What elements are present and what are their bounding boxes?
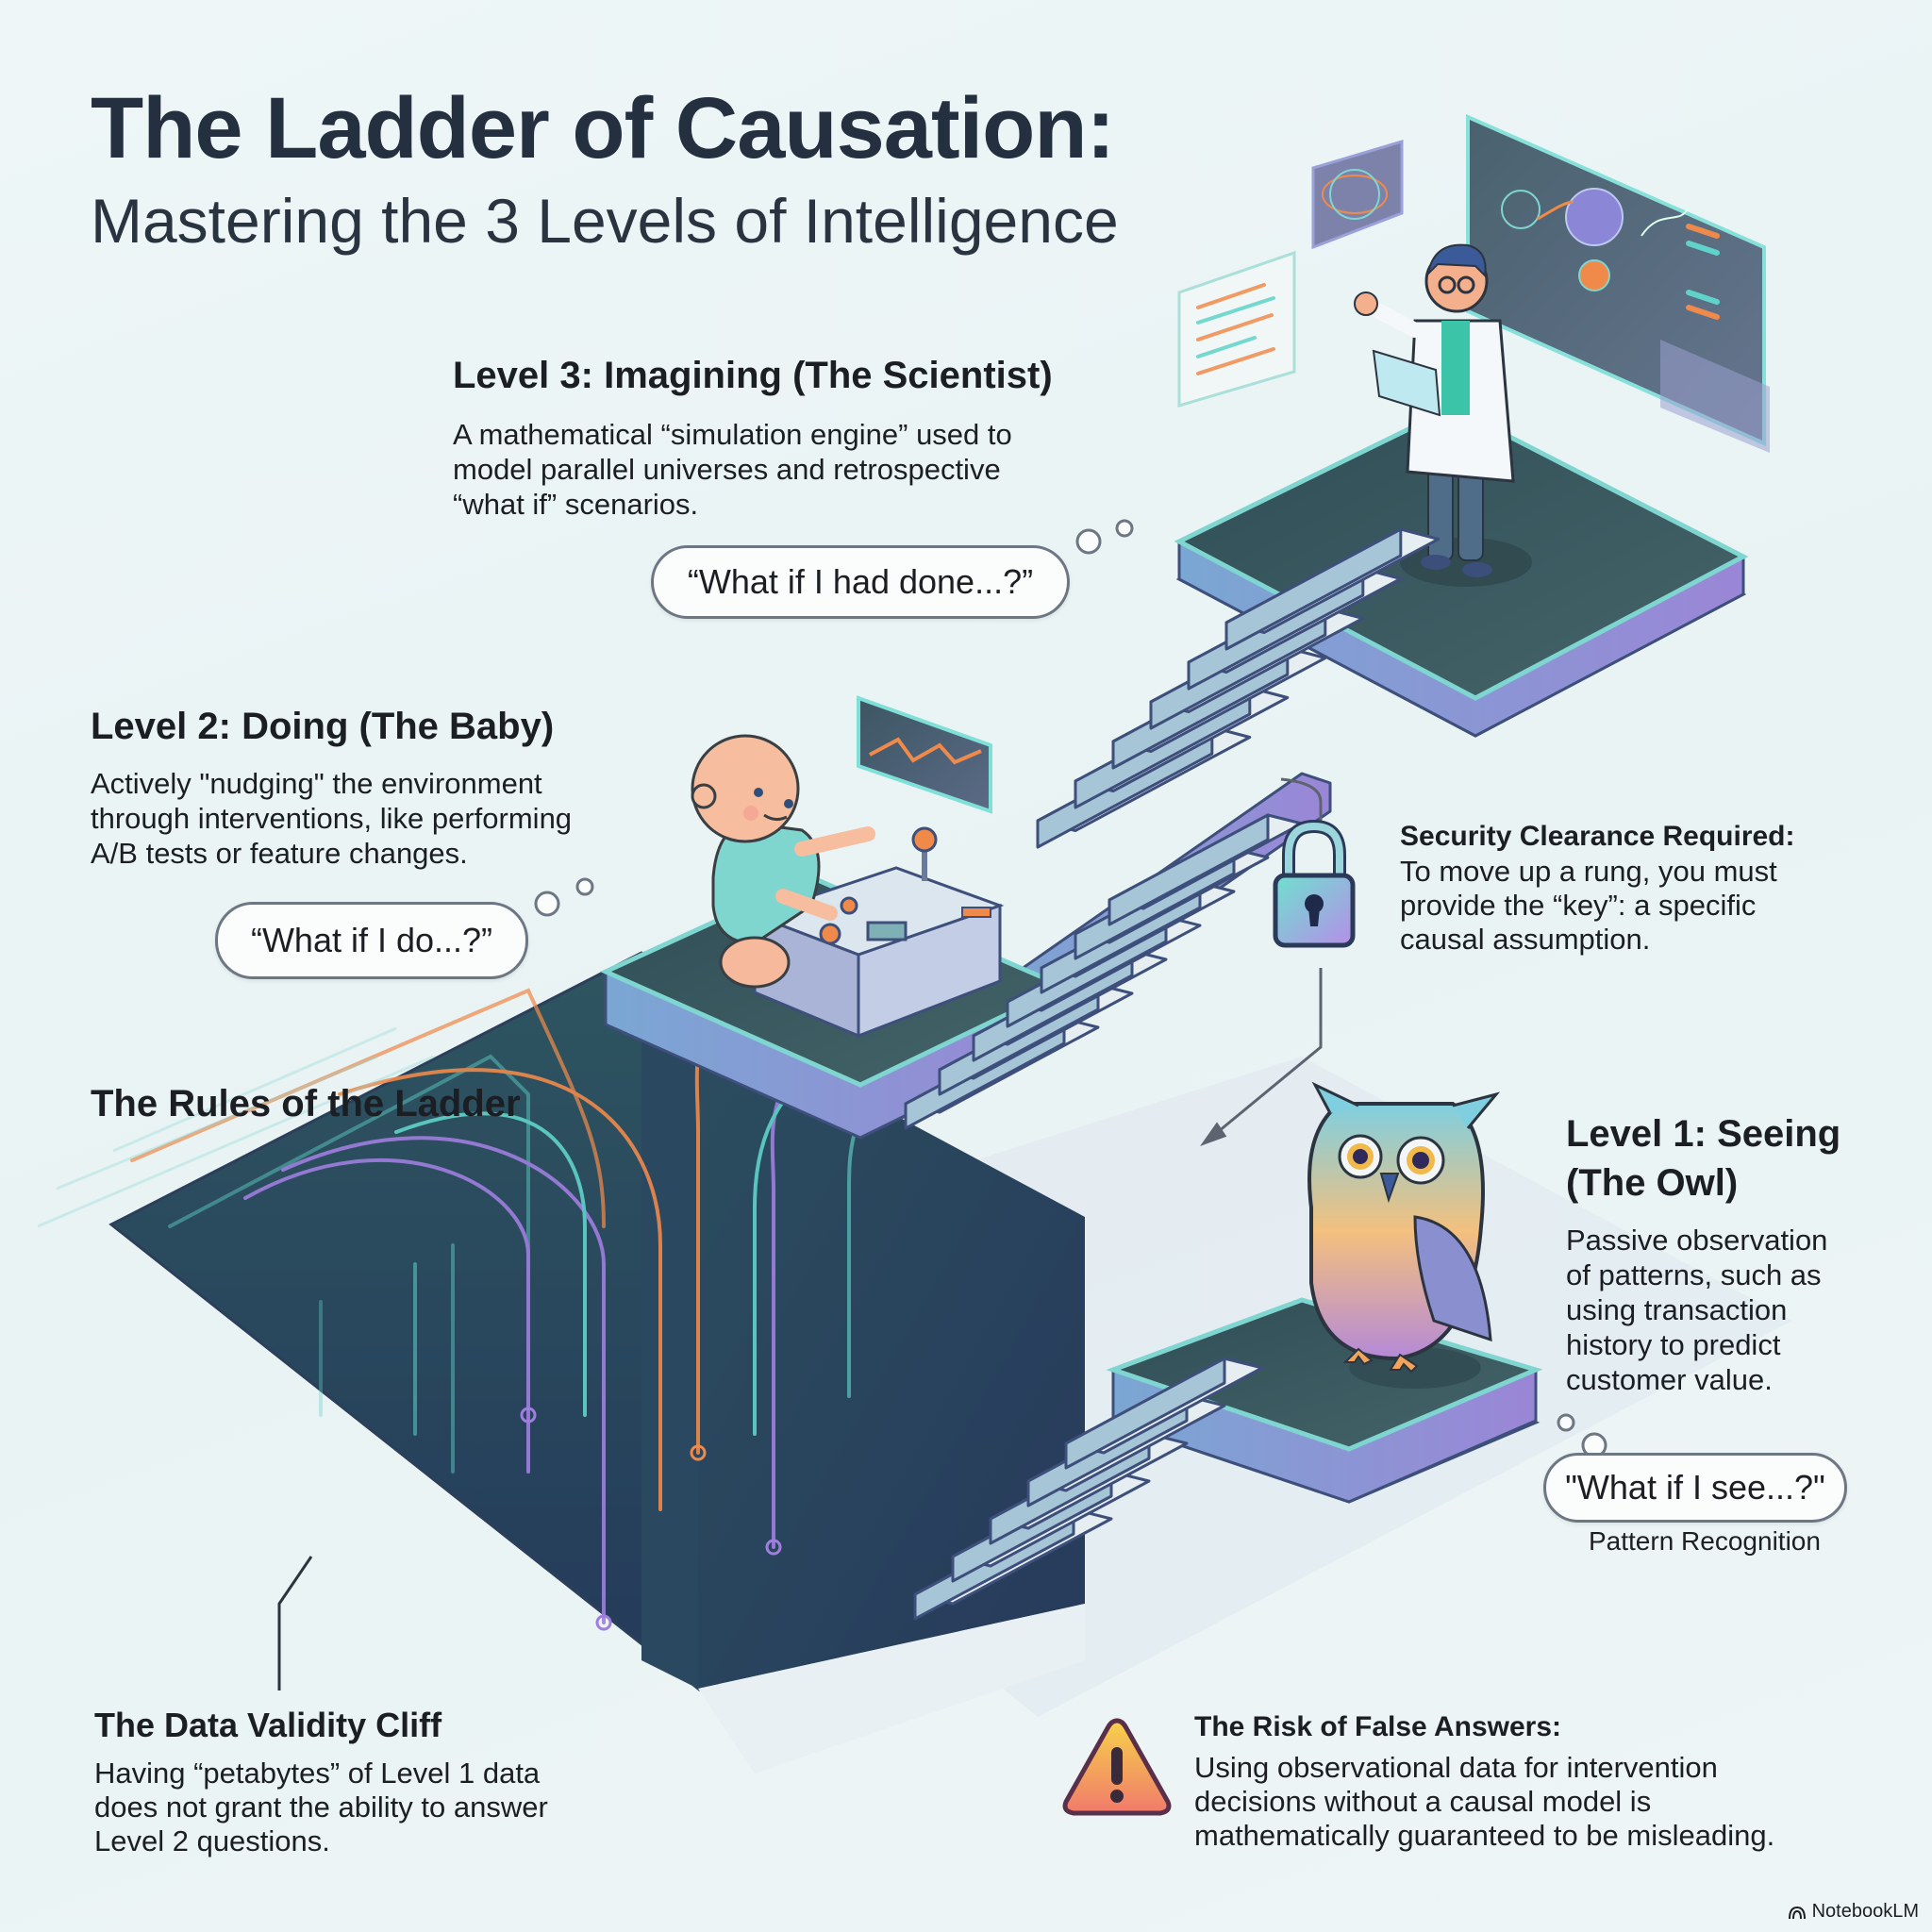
level1-caption: Pattern Recognition xyxy=(1589,1526,1821,1556)
data-validity-cliff-pit xyxy=(37,951,1085,1774)
owl-figure xyxy=(1307,1081,1501,1374)
middle-staircase xyxy=(904,813,1304,1130)
stair-riser xyxy=(1108,813,1270,926)
brand-name: NotebookLM xyxy=(1811,1901,1919,1922)
page-subtitle: Mastering the 3 Levels of Intelligence xyxy=(91,186,1119,256)
level2-thought-text: “What if I do...?” xyxy=(250,921,493,959)
stair-riser xyxy=(1064,1357,1226,1470)
stair-riser xyxy=(1224,527,1403,651)
level1-thought-bubble: "What if I see...?" xyxy=(1543,1453,1847,1523)
level1-heading-line2: (The Owl) xyxy=(1566,1162,1739,1204)
level2-description: Actively "nudging" the environment throu… xyxy=(91,767,573,870)
cliff-text: Having “petabytes” of Level 1 data does … xyxy=(94,1757,548,1857)
brand-mark: NotebookLM xyxy=(1788,1901,1919,1923)
baby-figure xyxy=(691,734,875,989)
level3-description: A mathematical “simulation engine” used … xyxy=(453,418,1012,521)
security-heading: Security Clearance Required: xyxy=(1400,821,1795,852)
level3-thought-text: “What if I had done...?” xyxy=(687,562,1034,601)
level1-platform xyxy=(1106,1297,1543,1504)
security-text: To move up a rung, you must provide the … xyxy=(1400,855,1777,956)
control-console xyxy=(750,826,1005,1039)
security-connector xyxy=(1200,777,1323,1147)
trend-chart-screen xyxy=(857,695,992,814)
lock-icon xyxy=(1270,819,1358,951)
risk-heading: The Risk of False Answers: xyxy=(1194,1711,1562,1742)
lower-staircase xyxy=(913,1357,1264,1621)
page-title: The Ladder of Causation: xyxy=(91,80,1115,176)
level2-heading: Level 2: Doing (The Baby) xyxy=(91,706,555,747)
risk-text: Using observational data for interventio… xyxy=(1194,1751,1775,1852)
level3-thought-bubble: “What if I had done...?” xyxy=(651,545,1070,619)
level2-thought-bubble: “What if I do...?” xyxy=(215,902,528,979)
cliff-heading: The Data Validity Cliff xyxy=(94,1706,442,1744)
level1-heading-line1: Level 1: Seeing xyxy=(1566,1113,1841,1155)
level1-thought-text: "What if I see...?" xyxy=(1565,1468,1825,1507)
level1-description: Passive observation of patterns, such as… xyxy=(1566,1224,1828,1396)
hologram-screens xyxy=(1177,113,1770,453)
level3-heading: Level 3: Imagining (The Scientist) xyxy=(453,355,1053,396)
scientist-figure xyxy=(1354,243,1515,577)
notebooklm-logo-icon xyxy=(1788,1906,1806,1919)
cliff-callout-line xyxy=(277,1556,313,1690)
thought-dots xyxy=(534,519,1607,1458)
rules-heading: The Rules of the Ladder xyxy=(91,1083,521,1124)
warning-icon xyxy=(1060,1713,1174,1819)
